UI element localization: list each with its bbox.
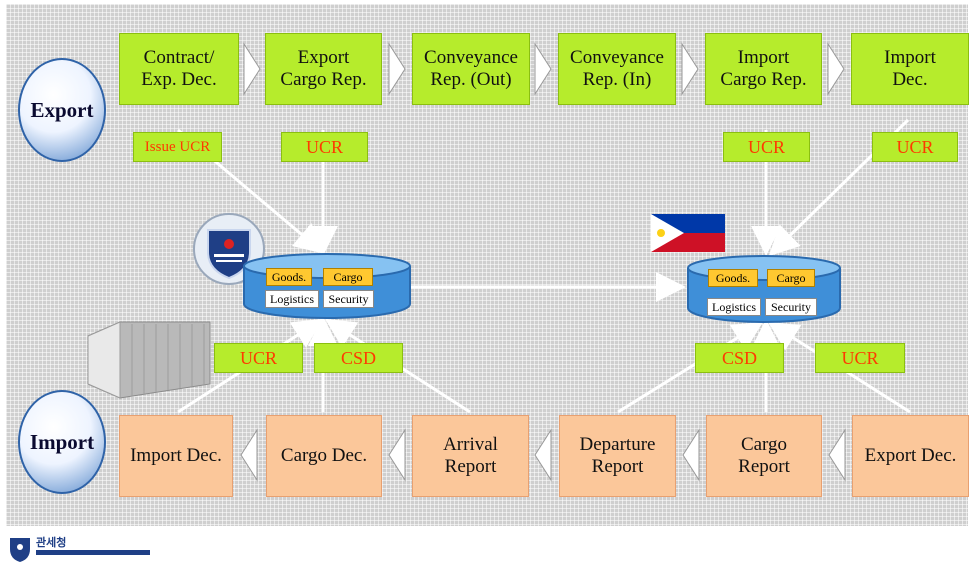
chevron-left-icon xyxy=(388,428,406,482)
db-right-cargo: Cargo xyxy=(767,269,815,287)
step-contract-exp-dec: Contract/ Exp. Dec. xyxy=(119,33,239,105)
db-left-logistics: Logistics xyxy=(265,290,319,308)
arrow-departure-up xyxy=(617,321,764,414)
step-conveyance-rep-in: Conveyance Rep. (In) xyxy=(558,33,676,105)
chevron-right-icon xyxy=(388,42,406,96)
chevron-left-icon xyxy=(828,428,846,482)
db-left-security: Security xyxy=(323,290,374,308)
tag-csd-right: CSD xyxy=(695,343,784,373)
step-export-dec-bottom: Export Dec. xyxy=(852,415,969,497)
tag-ucr-import-dec: UCR xyxy=(872,132,958,162)
db-right-logistics: Logistics xyxy=(707,298,761,316)
step-arrival-report: Arrival Report xyxy=(412,415,529,497)
import-oval: Import xyxy=(18,390,106,494)
chevron-right-icon xyxy=(681,42,699,96)
logo-text: 관세청 xyxy=(36,536,67,549)
tag-ucr-export: UCR xyxy=(815,343,905,373)
chevron-right-icon xyxy=(534,42,552,96)
chevron-left-icon xyxy=(534,428,552,482)
tag-ucr-import-cargo: UCR xyxy=(723,132,810,162)
tag-ucr-import: UCR xyxy=(214,343,303,373)
tag-issue-ucr: Issue UCR xyxy=(133,132,222,162)
chevron-left-icon xyxy=(240,428,258,482)
database-cylinder-left xyxy=(243,253,411,319)
step-conveyance-rep-out: Conveyance Rep. (Out) xyxy=(412,33,530,105)
korea-customs-logo-icon xyxy=(10,538,30,562)
step-export-cargo-rep: Export Cargo Rep. xyxy=(265,33,382,105)
tag-ucr-export-cargo: UCR xyxy=(281,132,368,162)
shipping-container-illustration xyxy=(87,321,211,399)
step-cargo-dec: Cargo Dec. xyxy=(266,415,382,497)
logo-subtext-bar xyxy=(36,550,150,555)
step-import-dec-bottom: Import Dec. xyxy=(119,415,233,497)
philippine-flag-icon xyxy=(651,214,725,252)
chevron-left-icon xyxy=(682,428,700,482)
export-oval: Export xyxy=(18,58,106,162)
db-left-cargo: Cargo xyxy=(323,268,373,286)
tag-csd-left: CSD xyxy=(314,343,403,373)
step-import-dec: Import Dec. xyxy=(851,33,969,105)
step-departure-report: Departure Report xyxy=(559,415,676,497)
step-import-cargo-rep: Import Cargo Rep. xyxy=(705,33,822,105)
db-left-goods: Goods. xyxy=(266,268,312,286)
chevron-right-icon xyxy=(243,42,261,96)
step-cargo-report: Cargo Report xyxy=(706,415,822,497)
korea-customs-emblem-icon xyxy=(193,213,265,285)
db-right-goods: Goods. xyxy=(708,269,758,287)
db-right-security: Security xyxy=(765,298,817,316)
chevron-right-icon xyxy=(827,42,845,96)
